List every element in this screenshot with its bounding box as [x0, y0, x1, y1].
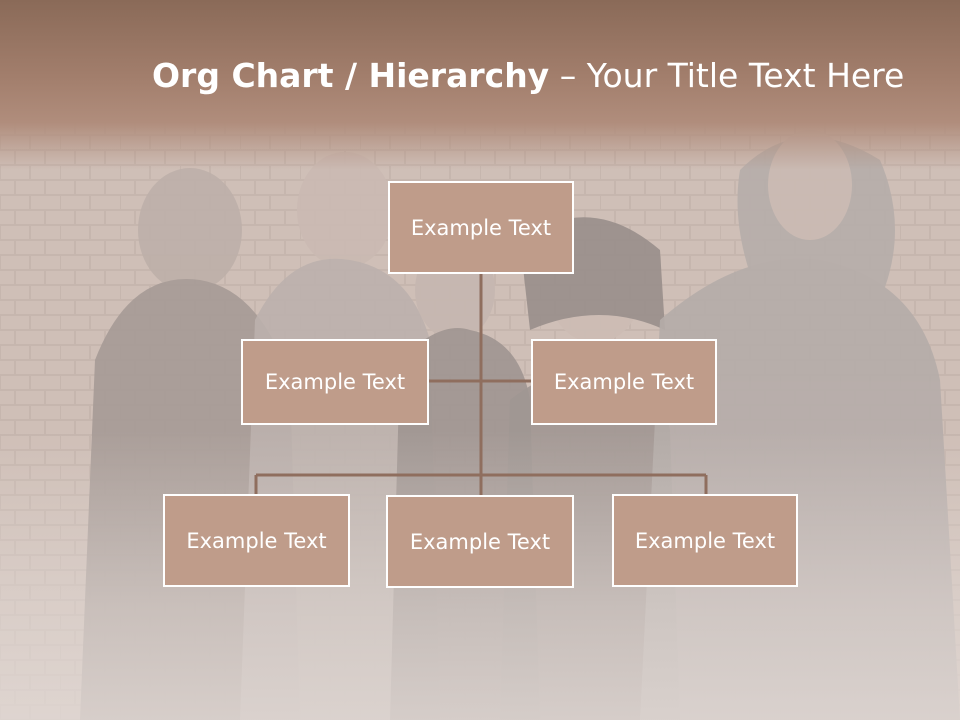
slide-title[interactable]: Org Chart / Hierarchy – Your Title Text …: [152, 54, 942, 98]
org-node-child-center[interactable]: Example Text: [386, 495, 574, 588]
org-node-child-left[interactable]: Example Text: [163, 494, 350, 587]
org-node-label: Example Text: [634, 528, 776, 553]
org-node-child-right[interactable]: Example Text: [612, 494, 798, 587]
org-node-label: Example Text: [409, 529, 551, 554]
org-node-label: Example Text: [553, 370, 695, 394]
org-node-label: Example Text: [186, 528, 327, 553]
org-node-label: Example Text: [264, 370, 406, 394]
title-band: [0, 0, 960, 170]
org-node-assistant-right[interactable]: Example Text: [531, 339, 717, 425]
org-node-root[interactable]: Example Text: [388, 181, 574, 274]
org-node-root-label: Example Text: [410, 215, 552, 240]
org-node-assistant-left[interactable]: Example Text: [241, 339, 429, 425]
title-rest-part: Your Title Text Here: [586, 56, 905, 95]
title-separator: –: [549, 56, 587, 95]
title-bold-part: Org Chart / Hierarchy: [152, 56, 550, 95]
